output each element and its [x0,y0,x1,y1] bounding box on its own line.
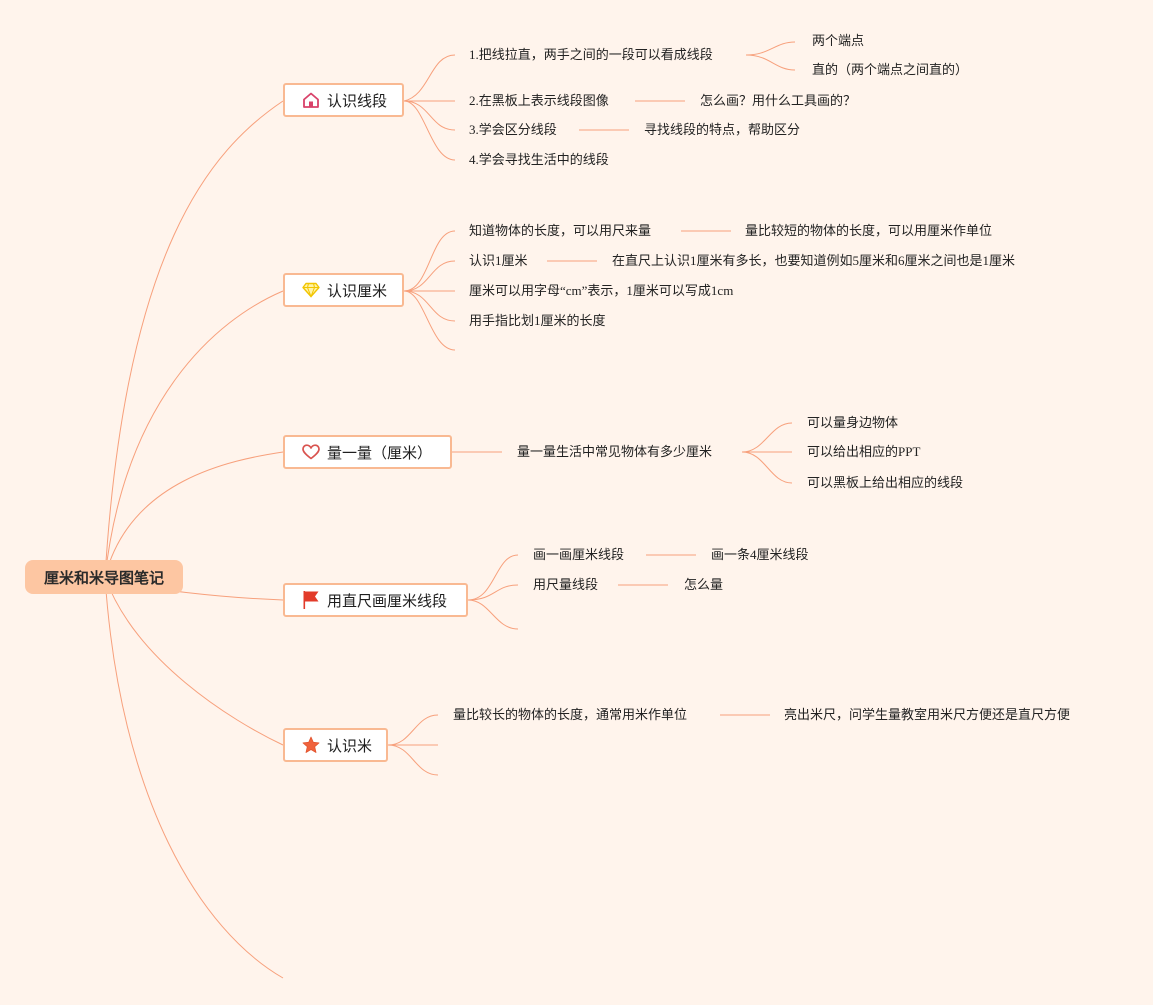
list-item: 知道物体的长度，可以用尺来量 [469,223,652,238]
list-item: 厘米可以用字母“cm”表示，1厘米可以写成1cm [469,283,734,298]
branch-node-measure[interactable]: 量一量（厘米） [283,435,452,469]
list-item: 在直尺上认识1厘米有多长，也要知道例如5厘米和6厘米之间也是1厘米 [612,253,1016,268]
list-item: 寻找线段的特点，帮助区分 [644,122,801,137]
list-item: 用手指比划1厘米的长度 [469,313,606,328]
branch-label: 量一量（厘米） [327,443,433,462]
list-item: 3.学会区分线段 [469,122,557,137]
list-item: 画一画厘米线段 [533,547,625,562]
list-item: 2.在黑板上表示线段图像 [469,93,609,108]
branch-node-centimeter[interactable]: 认识厘米 [283,273,404,307]
branch-node-line-segment[interactable]: 认识线段 [283,83,404,117]
list-item: 量比较短的物体的长度，可以用厘米作单位 [745,223,993,238]
house-icon [301,90,321,110]
list-item: 怎么画？用什么工具画的？ [700,93,857,108]
list-item: 怎么量 [684,577,724,592]
list-item: 两个端点 [812,33,865,48]
list-item: 直的（两个端点之间直的） [812,62,969,77]
list-item: 认识1厘米 [469,253,528,268]
branch-node-meter[interactable]: 认识米 [283,728,388,762]
list-item: 可以量身边物体 [807,415,899,430]
root-label: 厘米和米导图笔记 [43,568,164,587]
list-item: 可以给出相应的PPT [807,444,921,459]
branch-label: 认识线段 [327,91,388,110]
star-icon [301,735,321,755]
list-item: 画一条4厘米线段 [711,547,809,562]
list-item: 可以黑板上给出相应的线段 [807,475,964,490]
branch-label: 用直尺画厘米线段 [327,591,448,610]
list-item: 1.把线拉直，两手之间的一段可以看成线段 [469,47,713,62]
branch-label: 认识米 [327,736,373,755]
list-item: 4.学会寻找生活中的线段 [469,152,609,167]
root-node[interactable]: 厘米和米导图笔记 [25,560,183,594]
list-item: 用尺量线段 [533,577,599,592]
list-item: 量一量生活中常见物体有多少厘米 [517,444,713,459]
heart-icon [301,442,321,462]
list-item: 亮出米尺，问学生量教室用米尺方便还是直尺方便 [784,707,1071,722]
branch-label: 认识厘米 [327,281,388,300]
branch-node-draw-segment[interactable]: 用直尺画厘米线段 [283,583,468,617]
diamond-icon [301,280,321,300]
flag-icon [301,590,321,610]
list-item: 量比较长的物体的长度，通常用米作单位 [453,707,688,722]
